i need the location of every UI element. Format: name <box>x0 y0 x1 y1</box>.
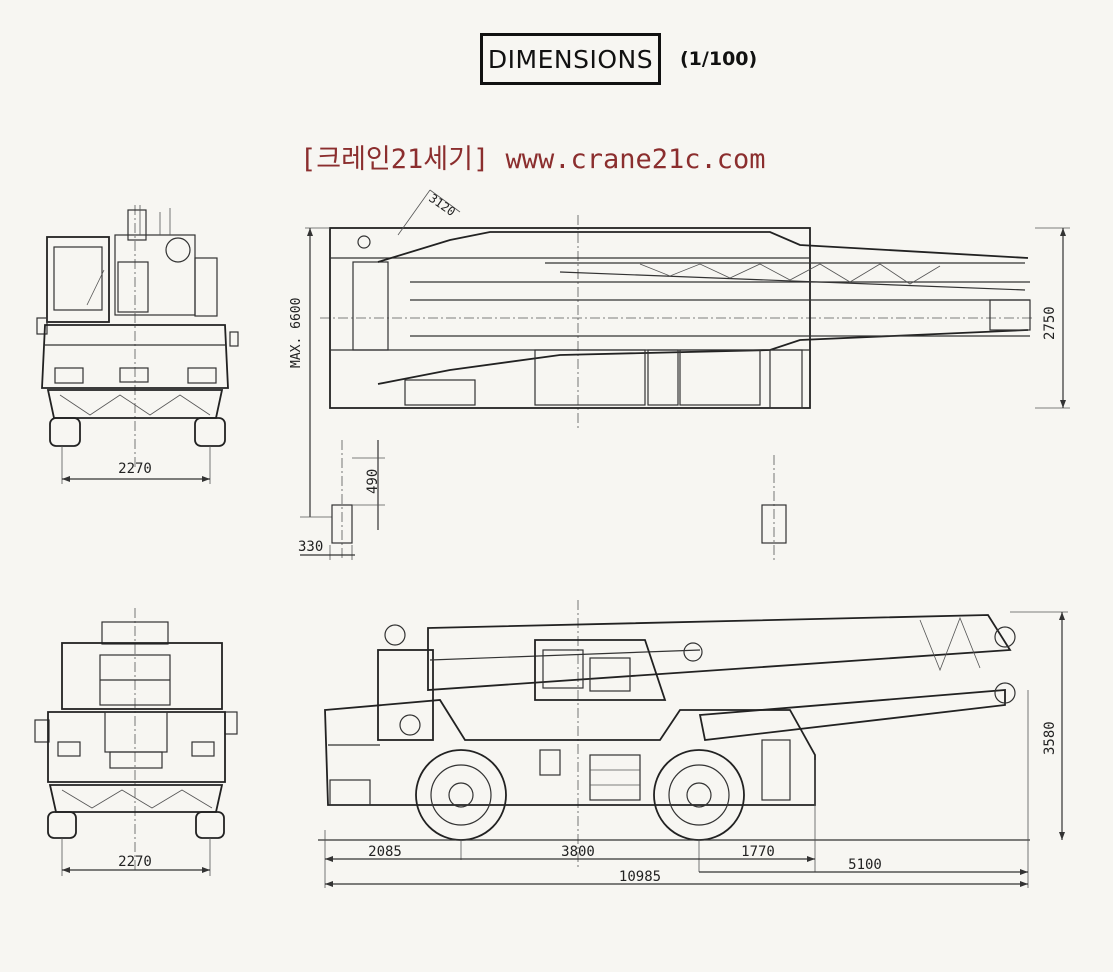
front-width-label: 2270 <box>118 461 152 477</box>
pad-offset-label: 330 <box>298 539 323 555</box>
max-length-label: MAX. 6600 <box>289 298 304 368</box>
front-overhang-label: 2085 <box>368 844 402 860</box>
outrigger-pad-label: 490 <box>365 469 381 494</box>
top-view <box>300 189 1070 560</box>
top-width-label: 2750 <box>1042 306 1058 340</box>
site-watermark: [크레인21세기] www.crane21c.com <box>300 144 766 175</box>
drawing-title: DIMENSIONS <box>480 33 661 85</box>
overall-length-label: 10985 <box>619 869 661 885</box>
side-view <box>318 600 1068 888</box>
boom-overhang-label: 5100 <box>848 857 882 873</box>
rear-view <box>34 608 238 876</box>
height-label: 3580 <box>1042 721 1058 755</box>
turn-radius-label: 3120 <box>426 191 458 219</box>
front-view <box>36 205 239 484</box>
drawing-scale: (1/100) <box>680 48 758 70</box>
rear-overhang-label: 1770 <box>741 844 775 860</box>
wheelbase-label: 3800 <box>561 844 595 860</box>
rear-width-label: 2270 <box>118 854 152 870</box>
